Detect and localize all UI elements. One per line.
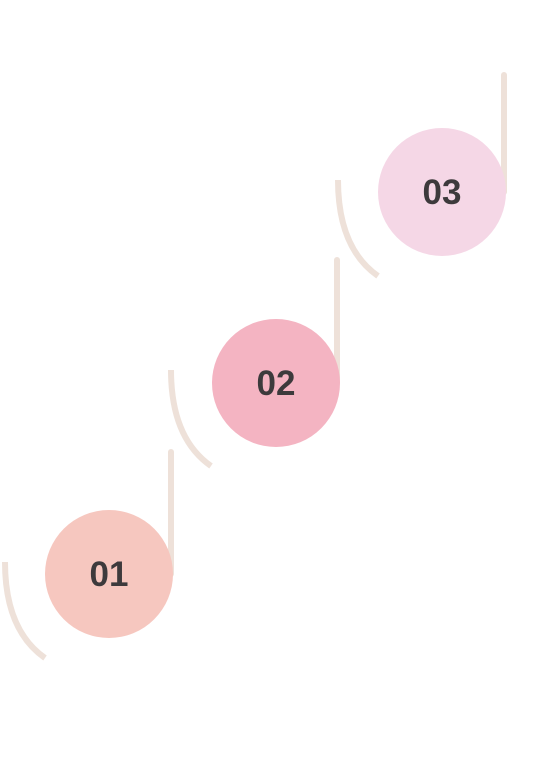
step-03-number: 03	[423, 173, 462, 212]
step-01: 01	[2, 449, 174, 661]
step-02-connector-arc	[168, 369, 213, 469]
step-02-number: 02	[257, 364, 296, 403]
step-02: 02	[168, 257, 340, 469]
step-01-connector-arc	[2, 561, 47, 661]
step-01-number: 01	[90, 555, 129, 594]
step-03-circle	[378, 128, 506, 256]
step-02-circle	[212, 319, 340, 447]
step-03-connector-arc	[335, 179, 380, 279]
step-01-circle	[45, 510, 173, 638]
step-03: 03	[335, 72, 507, 279]
